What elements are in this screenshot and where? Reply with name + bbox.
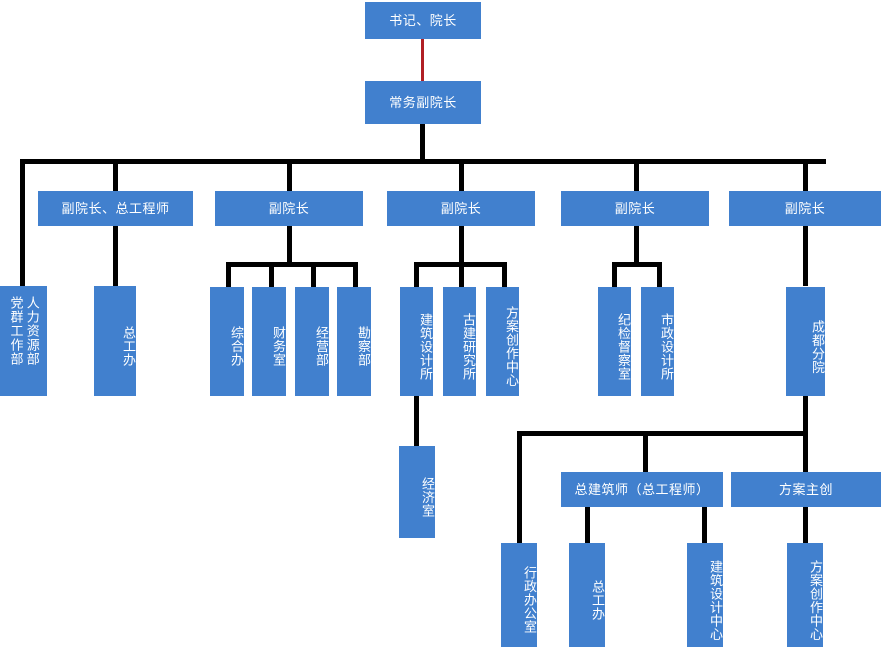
connector-bus-to-vp1 (113, 159, 118, 191)
connector-vp2-down (287, 226, 292, 262)
node-architecture-design-center[interactable]: 建筑设计中心 (687, 543, 723, 647)
connector-bus-to-hr-bypass (20, 159, 25, 286)
connector-vp4-down (634, 226, 639, 262)
node-architecture-design-institute[interactable]: 建筑设计所 (400, 287, 433, 396)
connector-vp1-down (113, 226, 118, 286)
node-party-affairs-dept-label: 党群工作部 (8, 296, 24, 366)
node-finance-office[interactable]: 财务室 (252, 287, 286, 396)
node-vice-president-2[interactable]: 副院长 (215, 191, 363, 226)
node-chengdu-scheme-creation-center[interactable]: 方案创作中心 (787, 543, 823, 647)
connector-chief-architect-to-ceo-office (585, 507, 590, 543)
node-vice-president-3[interactable]: 副院长 (387, 191, 535, 226)
node-vice-president-5[interactable]: 副院长 (729, 191, 881, 226)
connector-bus-to-vp2 (287, 159, 292, 191)
connector-vp4-child2 (657, 262, 662, 287)
node-municipal-design-institute[interactable]: 市政设计所 (641, 287, 674, 396)
node-scheme-creation-center[interactable]: 方案创作中心 (486, 287, 519, 396)
connector-vp2-child3 (311, 262, 316, 287)
node-ancient-architecture-institute[interactable]: 古建研究所 (443, 287, 476, 396)
connector-vp3-child1 (414, 262, 419, 287)
connector-chengdu-to-admin (517, 431, 522, 543)
connector-root-to-exec (421, 38, 424, 81)
connector-vp2-child4 (353, 262, 358, 287)
connector-vp5-down (803, 226, 808, 286)
node-root[interactable]: 书记、院长 (365, 2, 481, 39)
connector-vp4-bus (612, 262, 662, 267)
connector-bus-to-vp4 (634, 159, 639, 191)
node-survey-dept[interactable]: 勘察部 (337, 287, 371, 396)
connector-bus-to-vp5 (803, 159, 808, 191)
connector-vp3-child2 (459, 262, 464, 287)
node-operations-dept[interactable]: 经营部 (295, 287, 329, 396)
node-chief-architect[interactable]: 总建筑师（总工程师） (561, 472, 723, 507)
connector-vp3-down (459, 226, 464, 262)
connector-chengdu-down (803, 396, 808, 431)
connector-chengdu-bus (517, 431, 808, 436)
connector-arch-to-economics (414, 396, 419, 446)
node-chengdu-branch[interactable]: 成都分院 (786, 287, 825, 396)
connector-vp3-child3 (502, 262, 507, 287)
connector-bus-to-vp3 (459, 159, 464, 191)
connector-vp2-child2 (269, 262, 274, 287)
connector-chief-architect-to-arch-center (702, 507, 707, 543)
node-admin-office[interactable]: 行政办公室 (501, 543, 537, 647)
connector-vp2-child1 (226, 262, 231, 287)
node-chengdu-chief-engineer-office[interactable]: 总工办 (569, 543, 605, 647)
connector-main-bus (20, 159, 826, 164)
connector-scheme-lead-to-center (803, 507, 808, 543)
node-general-office[interactable]: 综合办 (210, 287, 244, 396)
connector-vp2-bus (226, 262, 358, 267)
node-scheme-lead[interactable]: 方案主创 (731, 472, 881, 507)
connector-exec-down (420, 124, 425, 159)
connector-chengdu-to-chief-architect (643, 431, 648, 472)
node-hr-dept-label: 人力资源部 (24, 296, 40, 366)
node-hr-and-party-affairs[interactable]: 党群工作部 人力资源部 (0, 286, 47, 396)
node-executive-vice-president[interactable]: 常务副院长 (365, 81, 481, 124)
node-vp-chief-engineer[interactable]: 副院长、总工程师 (38, 191, 193, 226)
connector-chengdu-to-scheme-lead (803, 431, 808, 472)
node-vice-president-4[interactable]: 副院长 (561, 191, 709, 226)
node-economics-office[interactable]: 经济室 (399, 446, 435, 538)
connector-vp4-child1 (612, 262, 617, 287)
node-chief-engineer-office[interactable]: 总工办 (94, 286, 136, 396)
node-discipline-inspection-office[interactable]: 纪检督察室 (598, 287, 631, 396)
